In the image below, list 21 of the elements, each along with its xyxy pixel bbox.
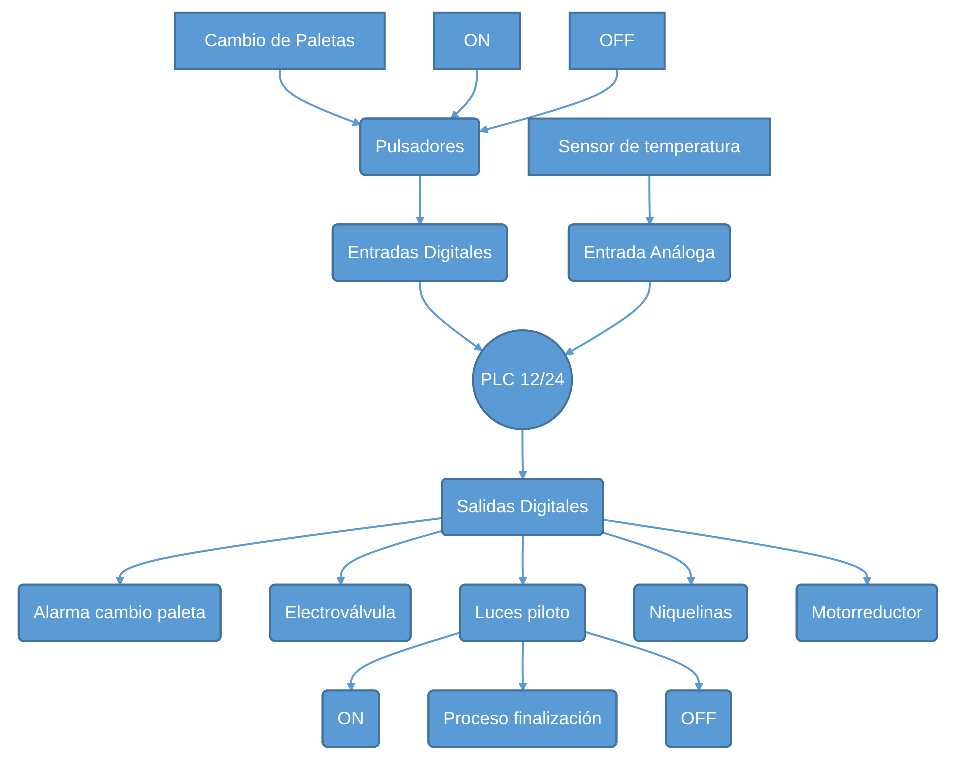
arrow bbox=[519, 536, 528, 586]
arrow bbox=[519, 642, 528, 692]
node-box: ON bbox=[434, 12, 522, 70]
arrow bbox=[565, 282, 652, 356]
node-box: Cambio de Paletas bbox=[174, 12, 386, 70]
arrow bbox=[451, 69, 479, 120]
arrow bbox=[604, 519, 872, 586]
arrow bbox=[603, 532, 696, 586]
arrow bbox=[586, 631, 704, 692]
arrow bbox=[646, 175, 655, 226]
arrow bbox=[347, 632, 462, 692]
arrow bbox=[279, 69, 362, 126]
arrow bbox=[480, 69, 619, 134]
arrow bbox=[336, 530, 444, 586]
arrow bbox=[519, 430, 528, 480]
arrow bbox=[416, 176, 426, 226]
node-box: OFF bbox=[569, 12, 666, 70]
arrow bbox=[116, 517, 443, 586]
node-box: Sensor de temperatura bbox=[528, 118, 772, 176]
arrow bbox=[420, 282, 484, 352]
node-circle: PLC 12/24 bbox=[472, 330, 574, 430]
